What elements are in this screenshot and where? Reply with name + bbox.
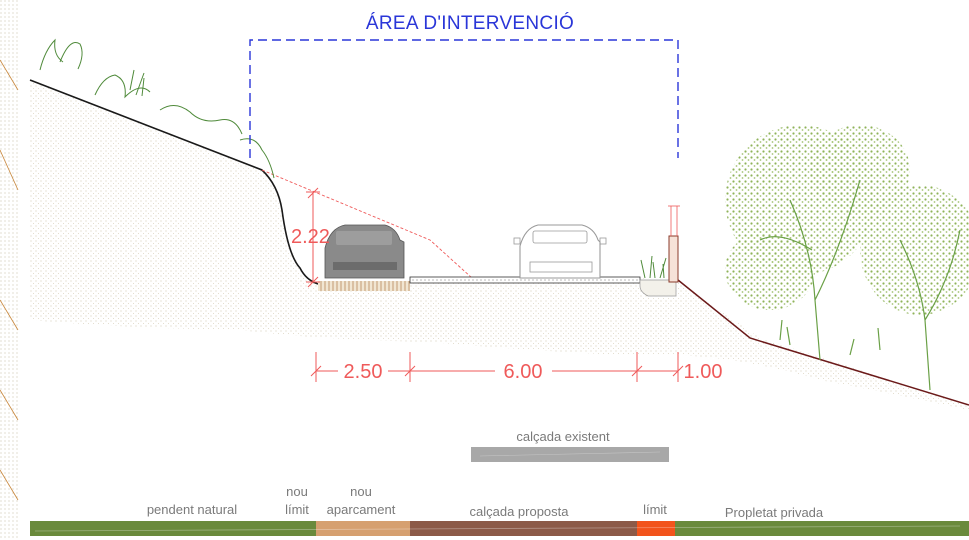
parking-base	[318, 281, 410, 291]
legend-limit: límit	[643, 502, 667, 517]
terrain-profile	[29, 79, 319, 285]
dimension-height	[306, 187, 320, 288]
parked-car-grey	[324, 224, 405, 279]
band-private-property	[675, 521, 969, 536]
band-new-parking	[316, 521, 410, 536]
legend-new-parking-top: nou	[350, 484, 372, 499]
legend-new-limit-bottom: límit	[285, 502, 309, 517]
dimension-height-label: 2.22	[291, 226, 330, 248]
original-slope-line	[261, 169, 473, 279]
legend-new-parking-bottom: aparcament	[327, 502, 396, 517]
band-proposed-road	[410, 521, 637, 536]
existing-road-swatch	[471, 447, 669, 462]
limit-stones	[639, 279, 677, 297]
dimension-road-label: 6.00	[504, 361, 543, 383]
dimension-limit-label: 1.00	[684, 361, 723, 383]
dimension-parking-label: 2.50	[344, 361, 383, 383]
left-shrubs	[39, 38, 275, 179]
legend-proposed-road: calçada proposta	[469, 504, 569, 519]
limit-wall	[668, 205, 680, 283]
terrain-soil	[30, 80, 969, 410]
right-trees	[725, 125, 969, 391]
band-natural-slope	[30, 521, 316, 536]
existing-road-swatch-line	[479, 451, 661, 457]
legend-private-property: Propletat privada	[725, 505, 824, 520]
intervention-area-outline	[249, 39, 679, 158]
legend-natural-slope: pendent natural	[147, 502, 237, 517]
car-outline	[513, 224, 607, 279]
terrain-profile-right	[677, 279, 969, 406]
intervention-title: ÁREA D'INTERVENCIÓ	[366, 12, 574, 34]
legend-color-band	[30, 521, 969, 536]
left-edge-strip	[0, 0, 20, 540]
grass-tuft	[640, 255, 667, 279]
legend-new-limit-top: nou	[286, 484, 308, 499]
band-limit	[637, 521, 675, 536]
existing-road-label: calçada existent	[516, 429, 610, 444]
dimension-widths	[310, 352, 684, 382]
